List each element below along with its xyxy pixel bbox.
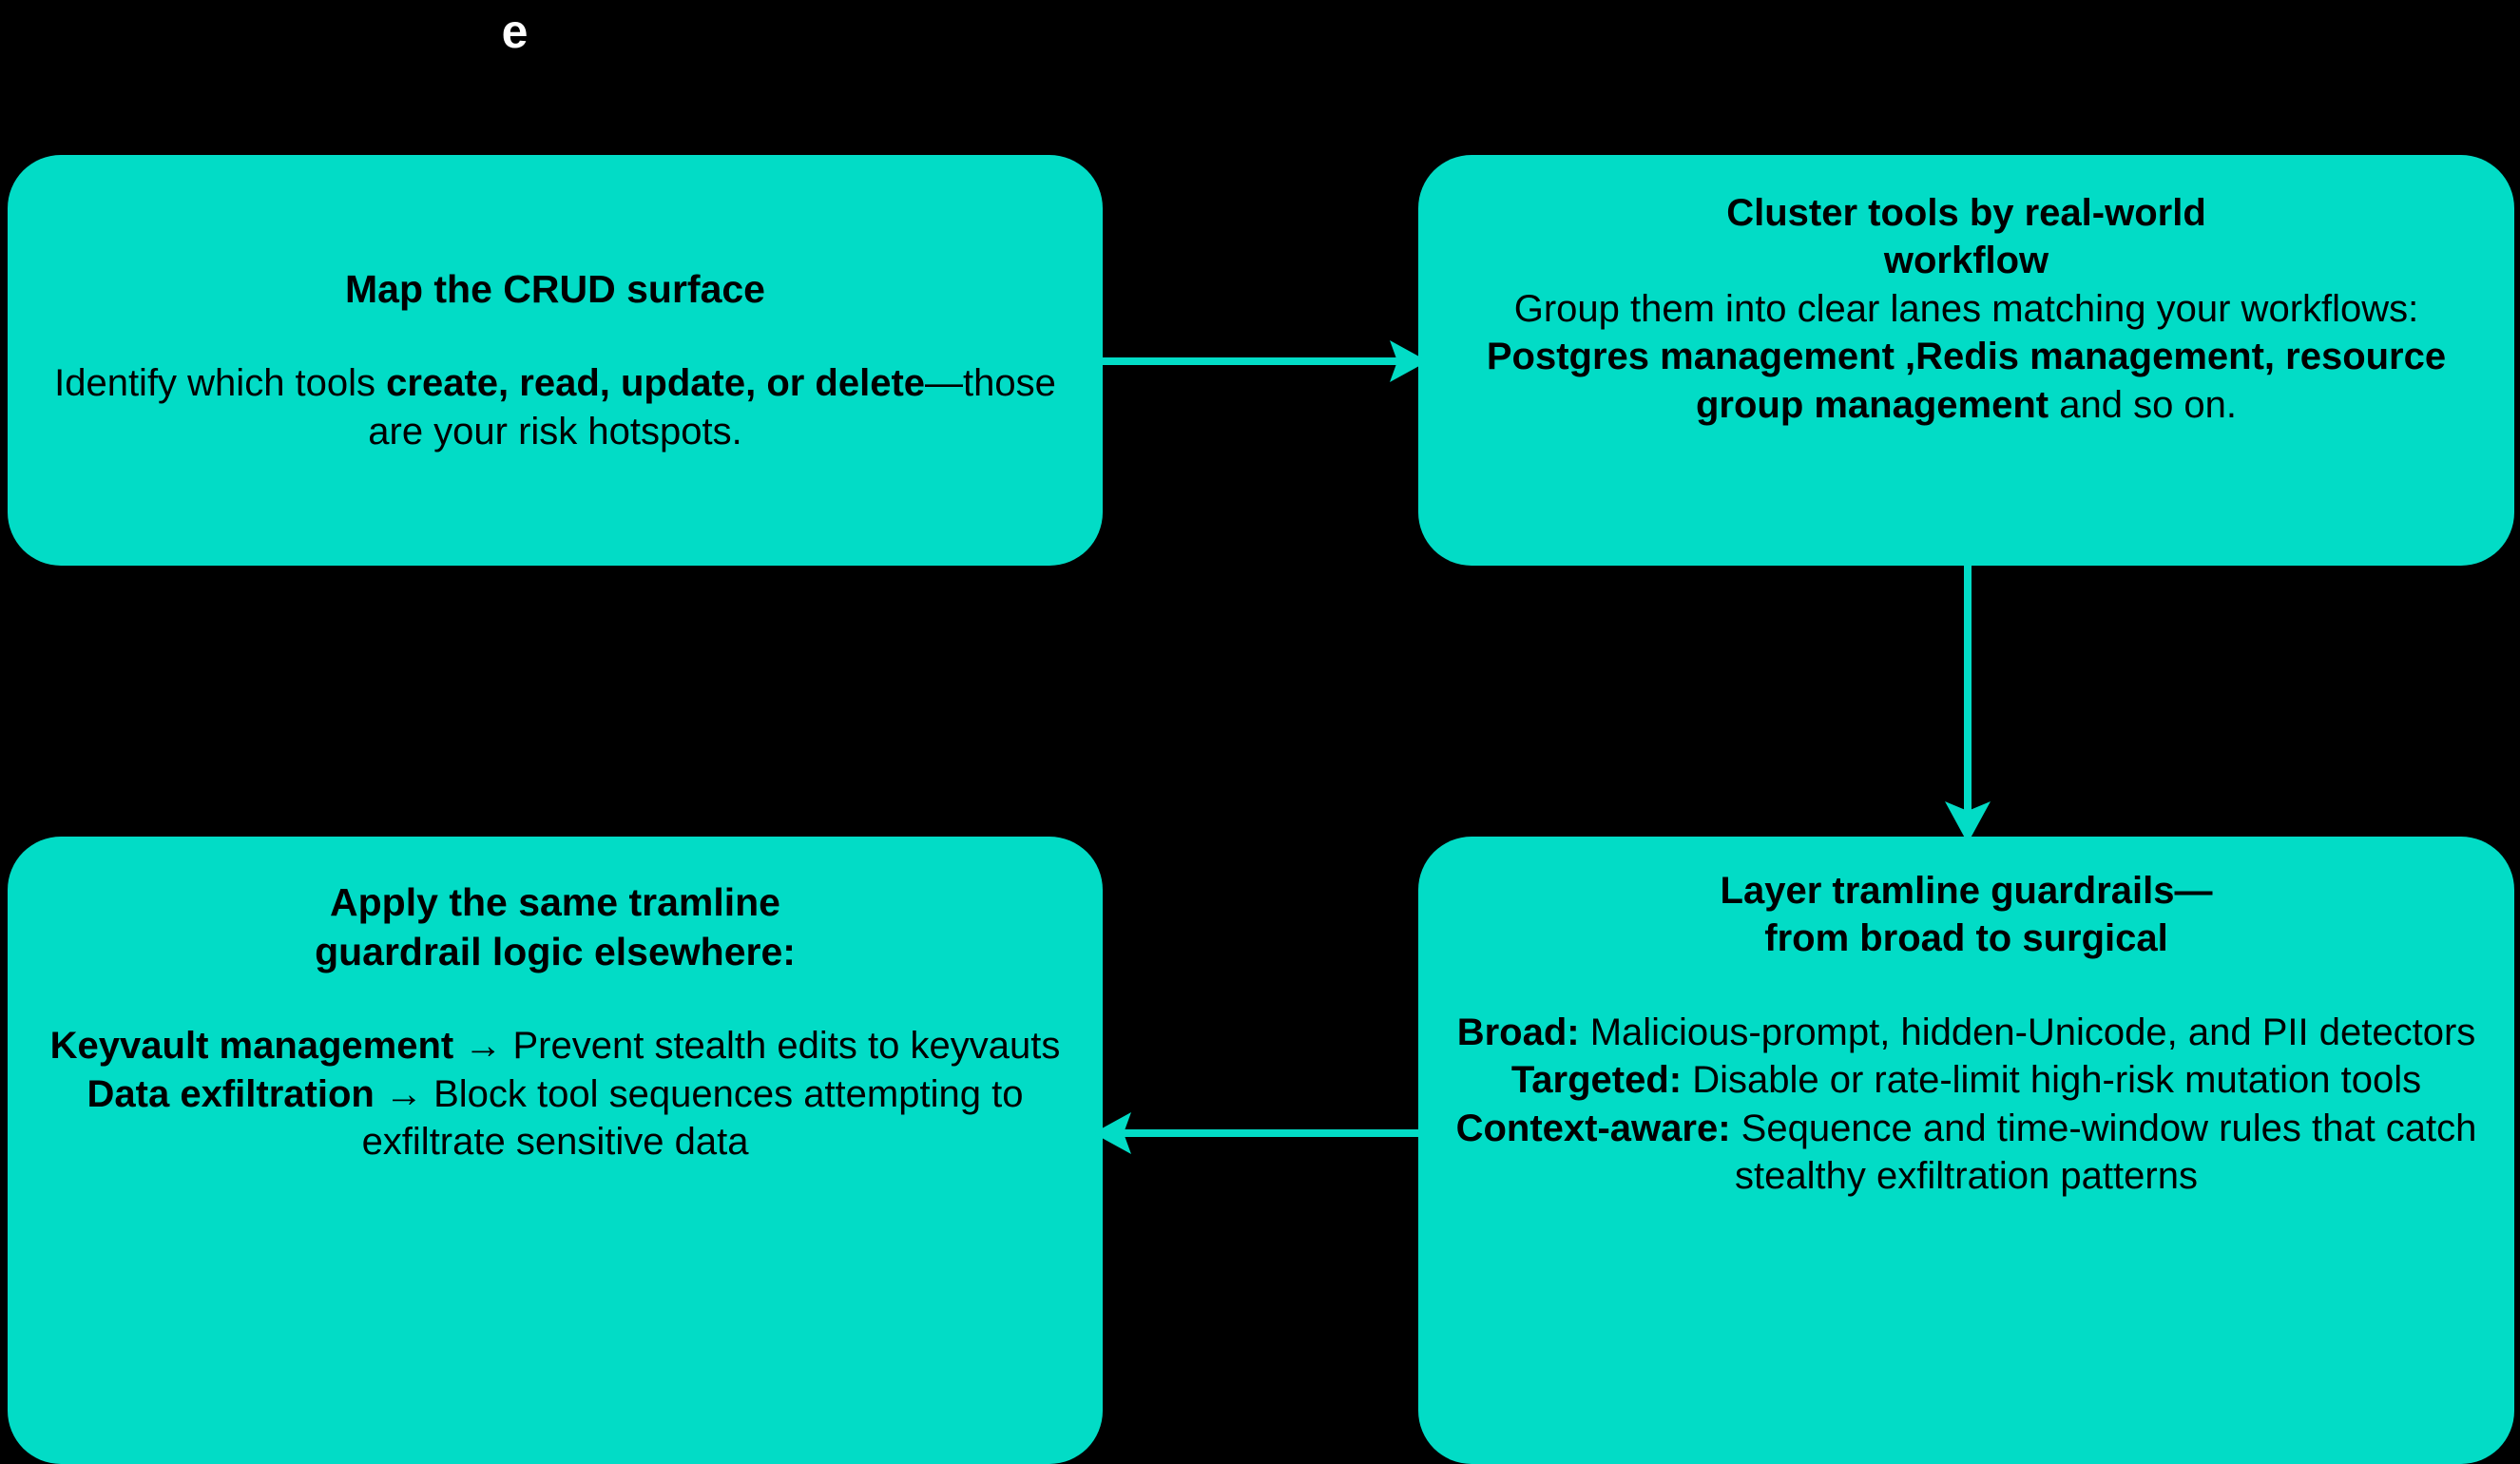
node-cluster-tools-title: Cluster tools by real-world workflow [1726, 192, 2206, 282]
node-map-crud-body: Identify which tools create, read, updat… [54, 362, 1056, 453]
node-map-crud[interactable]: Map the CRUD surface Identify which tool… [8, 155, 1103, 566]
node-apply-tramline-body: Keyvault management → Prevent stealth ed… [49, 1025, 1061, 1164]
node-apply-tramline-title: Apply the same tramline guardrail logic … [315, 880, 796, 973]
node-cluster-tools-body: Group them into clear lanes matching you… [1486, 287, 2447, 426]
arrow-cluster-tools-to-layer-guardrails [1945, 556, 1991, 843]
arrow-layer-guardrails-to-apply-tramline [1093, 1112, 1428, 1154]
node-apply-tramline[interactable]: Apply the same tramline guardrail logic … [8, 837, 1103, 1464]
node-layer-guardrails[interactable]: Layer tramline guardrails— from broad to… [1418, 837, 2514, 1464]
node-layer-guardrails-title: Layer tramline guardrails— from broad to… [1720, 870, 2213, 960]
node-cluster-tools[interactable]: Cluster tools by real-world workflow Gro… [1418, 155, 2514, 566]
node-layer-guardrails-body: Broad: Malicious-prompt, hidden-Unicode,… [1455, 1011, 2477, 1197]
node-map-crud-title: Map the CRUD surface [345, 266, 765, 311]
arrow-map-crud-to-cluster-tools [1093, 340, 1428, 382]
diagram-canvas: e Map the CRUD surface Identify which to… [8, 5, 2514, 1464]
diagram-title: e [501, 5, 529, 58]
